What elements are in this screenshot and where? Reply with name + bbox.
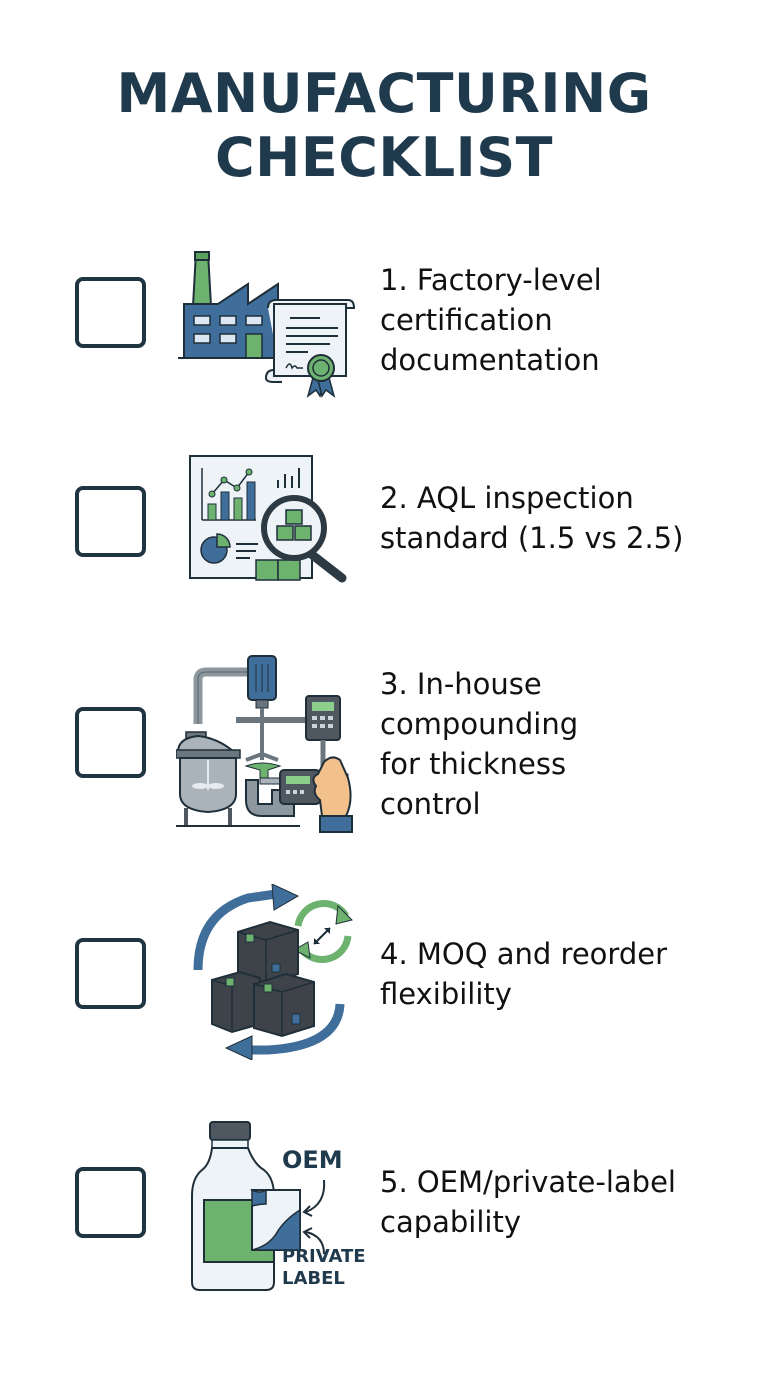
inspection-chart-magnifier-icon — [186, 454, 352, 584]
checkbox-item-5[interactable] — [75, 1167, 146, 1238]
title-line-1: MANUFACTURING — [116, 62, 652, 125]
item-3-label: 3. In-house compounding for thickness co… — [380, 667, 579, 821]
boxes-cycle-icon — [188, 884, 354, 1060]
item-2-label: 2. AQL inspection standard (1.5 vs 2.5) — [380, 481, 684, 555]
label-text: LABEL — [282, 1268, 345, 1289]
checkbox-item-4[interactable] — [75, 938, 146, 1009]
mixing-tank-micrometer-icon — [176, 650, 356, 834]
item-1-label: 1. Factory-level certification documenta… — [380, 263, 602, 377]
item-5-label: 5. OEM/private-label capability — [380, 1165, 676, 1239]
page-title: MANUFACTURING CHECKLIST — [0, 62, 768, 190]
bottle-label-icon: OEM PRIVATE LABEL — [190, 1120, 380, 1296]
checkbox-item-1[interactable] — [75, 277, 146, 348]
checkbox-item-2[interactable] — [75, 486, 146, 557]
factory-certificate-icon — [178, 246, 358, 398]
item-4-label: 4. MOQ and reorder flexibility — [380, 937, 668, 1011]
title-line-2: CHECKLIST — [215, 126, 553, 189]
checkbox-item-3[interactable] — [75, 707, 146, 778]
private-text: PRIVATE — [282, 1246, 366, 1267]
oem-text: OEM — [282, 1146, 343, 1174]
